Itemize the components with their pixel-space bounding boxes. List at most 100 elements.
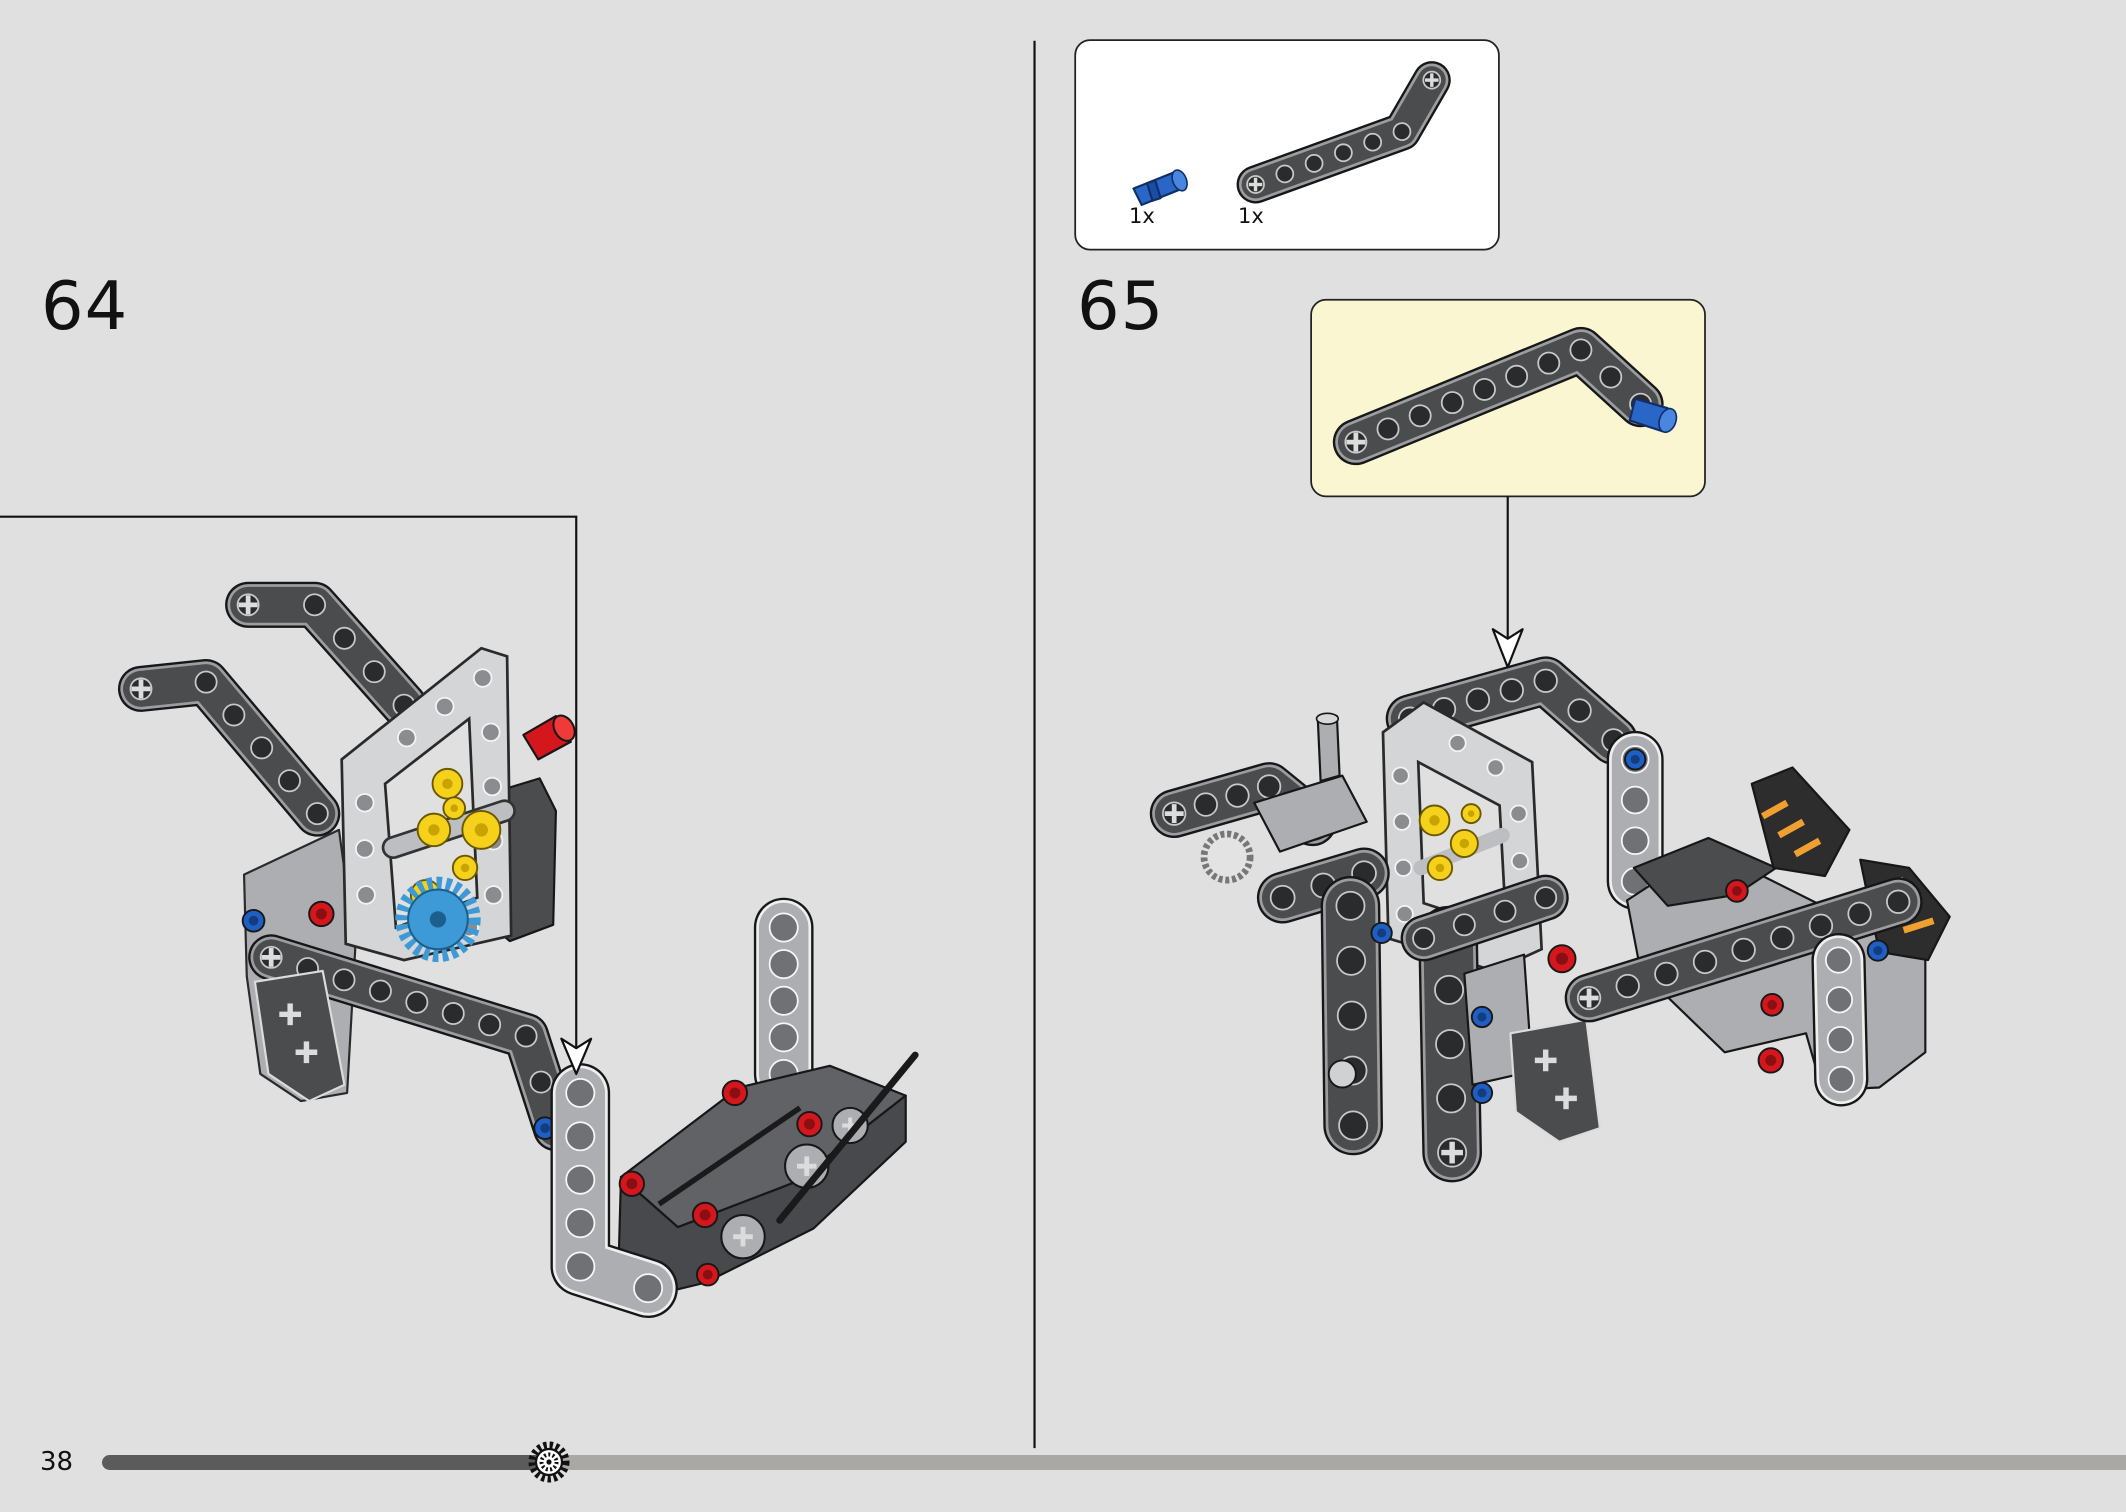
axle-hole-cross [1346,432,1366,452]
frame-hole [397,728,417,748]
frame-hole [1392,812,1411,831]
black-axle [776,1051,919,1224]
red-pin [1547,944,1577,974]
beam-hole [1473,377,1496,401]
orange-stripe [1902,917,1935,934]
beam-hole [305,802,329,826]
beam-hole [222,703,246,727]
callout-subassembly [1332,326,1678,466]
red-pin-center [315,908,327,920]
red-pin-head [695,1262,720,1287]
thick-liftarm [1509,1018,1602,1143]
beam-hole [1808,913,1834,938]
beam-hole [1692,949,1718,975]
beam-hole [633,1273,664,1304]
yellow-connector [1460,803,1482,825]
red-stud-head [721,1079,749,1107]
yellow-connector-center [442,778,453,790]
yellow-connector-center [1459,838,1470,849]
beam-hole [1465,687,1491,712]
beam-hole [1408,404,1432,428]
beam-hole [1825,986,1854,1014]
rear-bent-beam [225,581,428,729]
red-stud [796,1110,823,1138]
yellow-connector [1418,804,1451,837]
beam-hole [565,1208,596,1239]
beam-hole [1376,417,1400,441]
red-stud-head [796,1110,823,1138]
beam-hole [1731,937,1756,963]
page-number: 38 [40,1447,74,1477]
top-bent-beam [1385,656,1638,765]
yellow-connector [431,767,464,800]
beam-hole [332,968,356,992]
beam-hole [768,949,799,980]
frame-hole [1448,734,1467,753]
beam-hole [1336,1000,1367,1031]
yellow-connector [416,812,452,848]
beam-hole [1505,364,1529,388]
axle-hole-cross [1248,177,1263,192]
light-bush-gear [1200,830,1254,884]
axle-hole-cross [1425,73,1439,87]
beam-hole [368,979,392,1003]
beam-hole [1533,668,1558,693]
beam-hole [1338,1110,1369,1141]
beam-hole [1824,946,1853,974]
beam-hole [1826,1026,1854,1054]
beam-hole [332,626,356,650]
blue-pin-head [1470,1005,1494,1029]
yellow-connector [1426,854,1454,882]
blue-pin-head [241,908,266,933]
beam-hole [1599,365,1623,389]
axle-hole-cross [796,1156,817,1176]
frame-hole [1510,852,1529,871]
blue-pin [1370,921,1393,945]
axle-hole-cross [733,1226,753,1247]
beam-hole [405,990,429,1014]
beam-hole [1335,890,1366,921]
l-beam [550,1063,678,1319]
red-stud-head [618,1170,645,1197]
yellow-connector-center [450,804,459,812]
red-stud-center [1731,886,1742,896]
red-pin-center [702,1269,713,1280]
beam-hole [1363,132,1383,152]
beam-hole [529,1070,553,1094]
step-64-model [117,581,919,1319]
blue-pin-center [1873,945,1883,956]
beam-hole [768,1022,799,1053]
beam-hole [1392,122,1412,141]
red-stud-head [691,1201,719,1229]
frame-hole [355,793,375,813]
upright-beam-lower-body [1816,938,1864,1102]
beam-hole [1304,154,1324,173]
red-stud [1725,879,1749,903]
blue-pin [1866,939,1889,962]
beam-hole [250,736,274,760]
blue-pin [1470,1005,1494,1029]
gear-hub [546,1459,552,1465]
yellow-connector [442,796,467,820]
blue-pin-head [1866,939,1889,962]
red-pin [308,900,335,928]
axle-hole-cross [1579,988,1599,1008]
yellow-connector-center [1429,815,1440,826]
open-frame [340,646,513,962]
beam-hole [1452,913,1476,937]
red-stud-center [626,1178,638,1190]
frame-hole [483,885,504,905]
part-count-label-pin: 1x [1129,204,1155,228]
part-count-label-beam: 1x [1238,204,1264,228]
blue-pin-end [1171,169,1188,192]
front-bent-beam [117,659,341,837]
beam-hole [565,1121,596,1152]
step-number-64: 64 [41,267,129,345]
beam-hole [1434,974,1465,1005]
red-stud-center [803,1118,815,1130]
vertical-beam-b [1418,905,1482,1183]
gear-icon [526,1439,572,1485]
frame-hole [355,839,375,859]
